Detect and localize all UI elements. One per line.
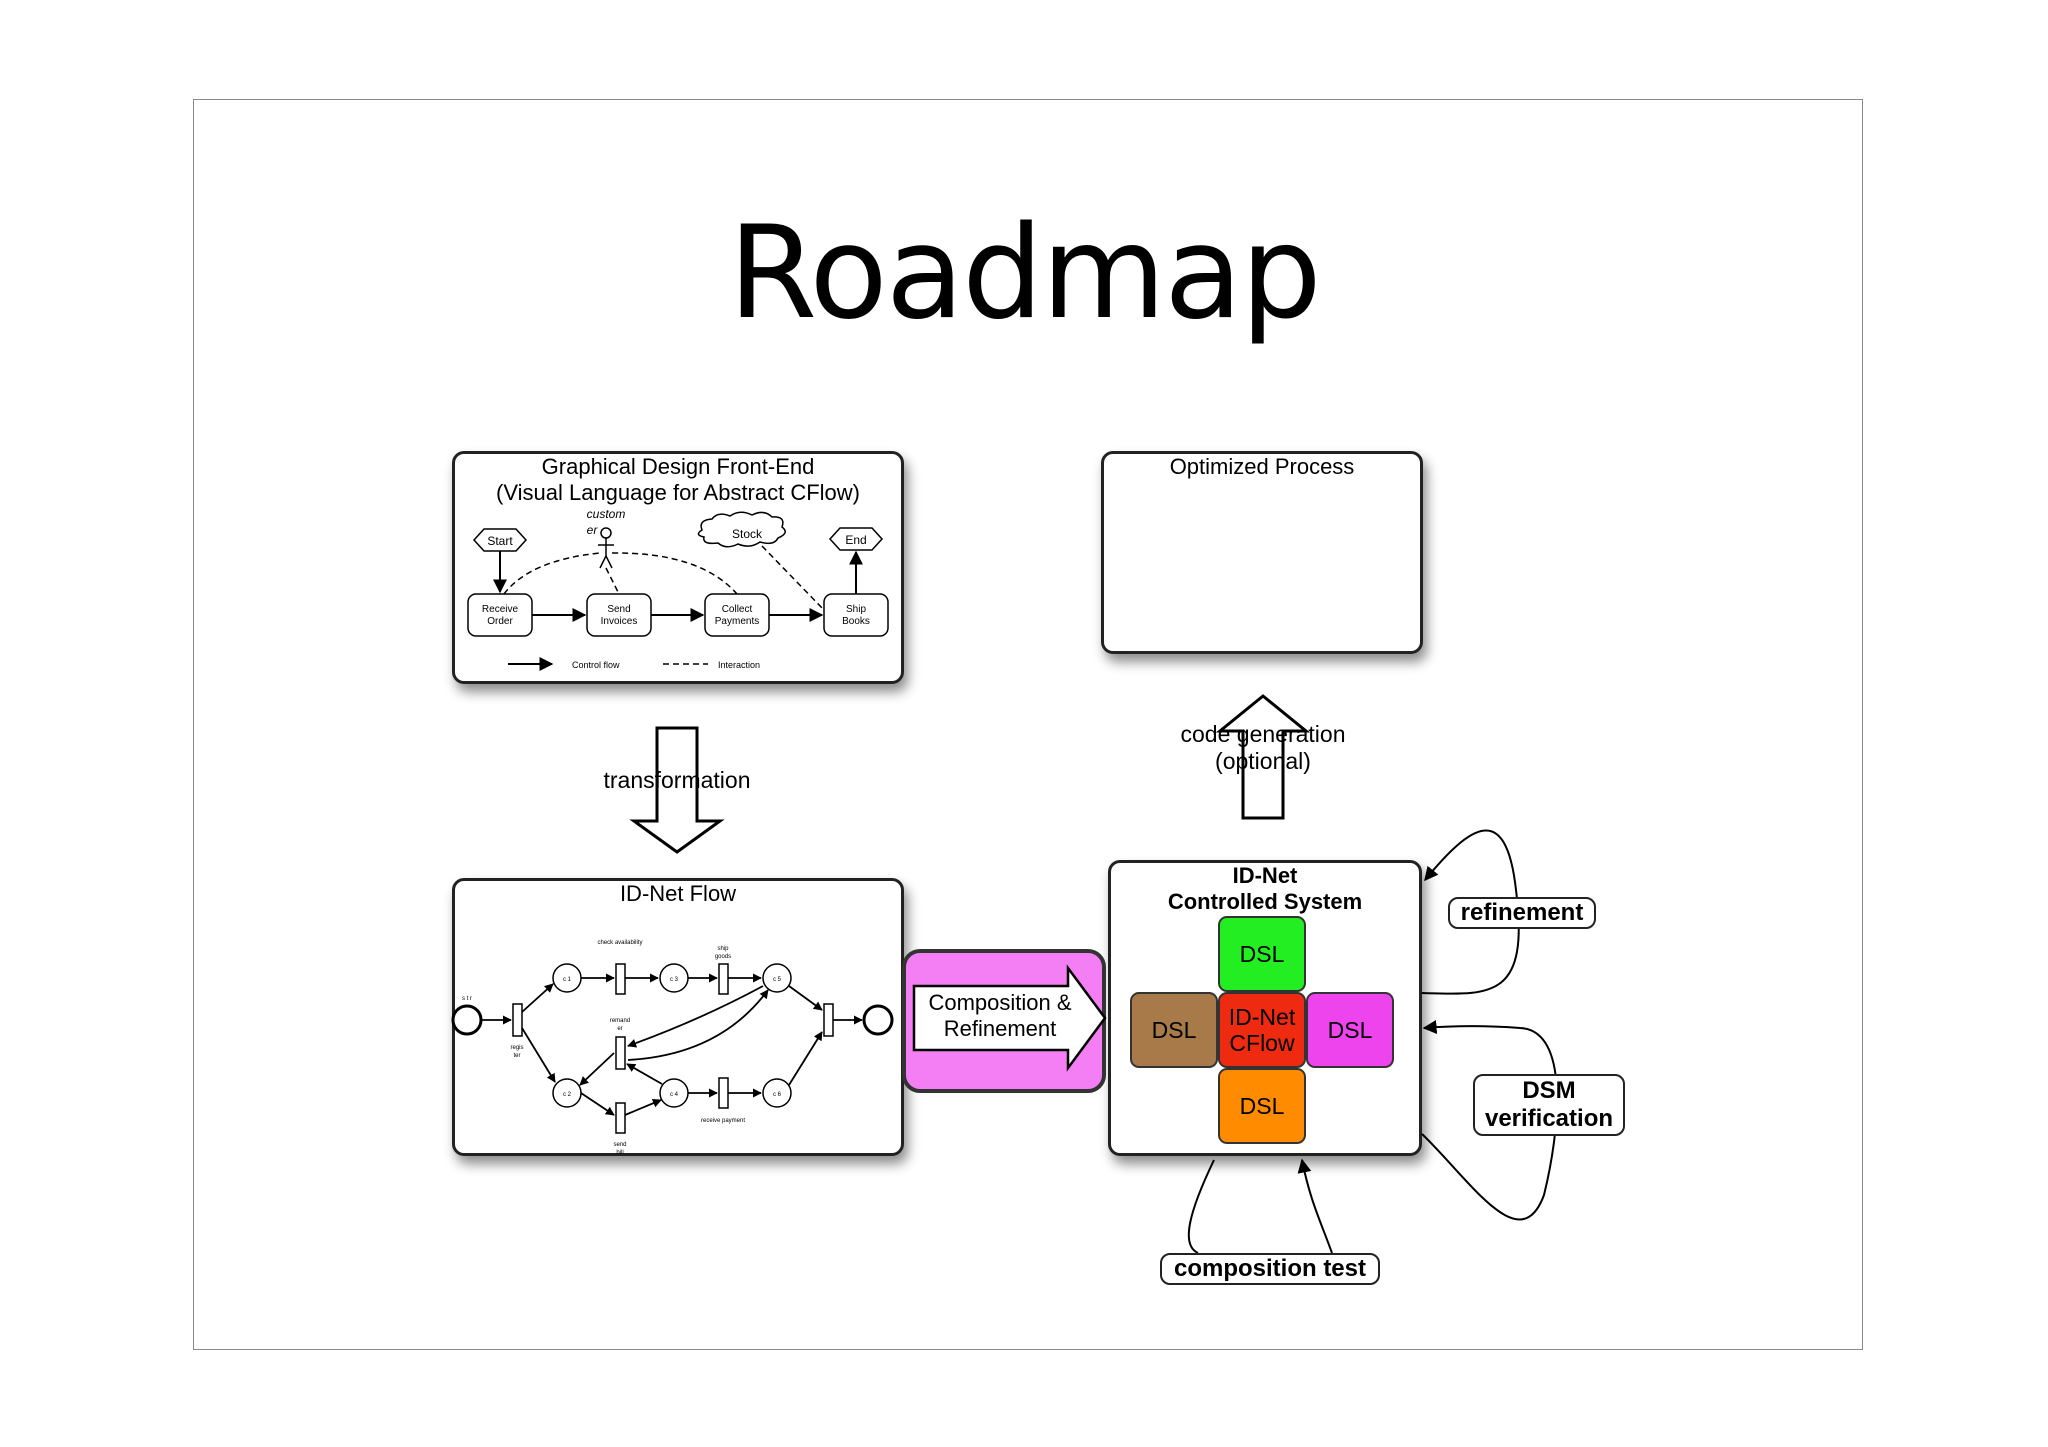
transition-remand — [615, 1036, 626, 1070]
receive-order-box: Receive Order — [467, 593, 533, 637]
label-send-bill-1: send — [613, 1142, 626, 1148]
slide-title: Roadmap — [728, 199, 1322, 348]
controlled-system-title: ID-Net Controlled System — [1111, 863, 1419, 915]
transition-check — [615, 963, 626, 995]
composition-test-loop — [1187, 1160, 1333, 1254]
label-start-mark: s t r — [462, 996, 472, 1002]
collect-payments-line2: Payments — [715, 616, 759, 627]
transformation-arrow — [629, 726, 725, 854]
end-place — [862, 1004, 894, 1036]
start-node — [472, 528, 528, 552]
place-c6 — [762, 1078, 792, 1108]
code-generation-label: code generation (optional) — [1153, 721, 1373, 775]
place-c5 — [762, 963, 792, 993]
frontend-diagram: Start End Stock custom er Receive Order … — [467, 507, 889, 671]
label-c4: c 4 — [670, 1092, 679, 1098]
end-label: End — [845, 533, 866, 547]
label-c6: c 6 — [773, 1092, 782, 1098]
ship-books-line1: Ship — [846, 604, 866, 615]
transition-register — [512, 1003, 523, 1037]
idnet-cflow-label: ID-Net CFlow — [1229, 1004, 1295, 1056]
label-check-availability: check availability — [597, 940, 642, 946]
label-remand-1: remand — [610, 1018, 630, 1024]
stock-cloud — [697, 511, 786, 548]
start-label: Start — [487, 534, 513, 548]
dsm-line2: verification — [1484, 1105, 1614, 1132]
transition-send-bill — [615, 1102, 626, 1134]
dsl-top-label: DSL — [1239, 941, 1285, 967]
optimized-process-panel: Optimized Process — [1101, 451, 1423, 654]
legend-control-flow: Control flow — [572, 660, 620, 670]
idnet-cflow-line1: ID-Net — [1228, 1004, 1296, 1030]
send-invoices-line2: Invoices — [601, 616, 638, 627]
label-c5: c 5 — [773, 977, 782, 983]
label-remand-2: er — [617, 1026, 622, 1032]
receive-order-line2: Order — [487, 616, 513, 627]
idnet-cflow-block: ID-Net CFlow — [1218, 992, 1306, 1068]
frontend-title-line2: (Visual Language for Abstract CFlow) — [496, 480, 860, 505]
label-ship-goods-2: goods — [715, 954, 731, 960]
ship-books-box: Ship Books — [823, 593, 889, 637]
label-ship-goods-1: ship — [717, 946, 729, 952]
label-regis-2: ter — [513, 1053, 520, 1059]
dsl-right-label: DSL — [1327, 1017, 1373, 1043]
ship-books-line2: Books — [842, 616, 870, 627]
dsl-right-block: DSL — [1306, 992, 1394, 1068]
composition-arrow — [912, 964, 1107, 1072]
dsl-left-label: DSL — [1151, 1017, 1197, 1043]
composition-line2: Refinement — [943, 1016, 1057, 1041]
controlled-title-line1: ID-Net — [1232, 863, 1298, 888]
refinement-tag: refinement — [1448, 897, 1596, 929]
control-flow-arrows — [493, 550, 863, 622]
customer-actor-icon — [598, 527, 614, 569]
collect-payments-line1: Collect — [722, 604, 753, 615]
transition-ship — [718, 963, 729, 995]
petri-net-labels: check availability ship goods remand er … — [462, 940, 782, 1156]
frontend-panel: Graphical Design Front-End (Visual Langu… — [452, 451, 904, 684]
send-invoices-line1: Send — [607, 604, 630, 615]
dsl-left-block: DSL — [1130, 992, 1218, 1068]
customer-label-line2: er — [587, 523, 599, 537]
idnet-cflow-line2: CFlow — [1229, 1030, 1295, 1056]
receive-order-line1: Receive — [482, 604, 519, 615]
frontend-title-line1: Graphical Design Front-End — [541, 454, 815, 479]
frontend-legend: Control flow Interaction — [508, 657, 760, 671]
code-generation-arrow — [1215, 694, 1311, 820]
dsm-line1: DSM — [1522, 1077, 1576, 1104]
send-invoices-box: Send Invoices — [586, 593, 652, 637]
collect-payments-box: Collect Payments — [704, 593, 770, 637]
frontend-panel-title: Graphical Design Front-End (Visual Langu… — [455, 454, 901, 506]
dsl-bottom-block: DSL — [1218, 1068, 1306, 1144]
code-generation-line1: code generation — [1180, 721, 1346, 747]
dsm-verification-tag: DSM verification — [1473, 1074, 1625, 1136]
dsl-top-block: DSL — [1218, 916, 1306, 992]
label-receive-payment: receive payment — [701, 1118, 745, 1124]
label-regis-1: regis — [510, 1045, 523, 1051]
stock-label: Stock — [732, 527, 763, 541]
petri-net — [451, 963, 894, 1134]
legend-interaction: Interaction — [718, 660, 760, 670]
start-place — [451, 1004, 483, 1036]
optimized-process-title: Optimized Process — [1169, 454, 1355, 479]
dsl-bottom-label: DSL — [1239, 1093, 1285, 1119]
label-c2: c 2 — [563, 1092, 572, 1098]
code-generation-line2: (optional) — [1215, 748, 1311, 774]
label-c3: c 3 — [670, 977, 679, 983]
composition-test-tag: composition test — [1160, 1253, 1380, 1285]
transition-receive — [718, 1077, 729, 1109]
label-c1: c 1 — [563, 977, 572, 983]
label-send-bill-2: bill — [616, 1150, 623, 1156]
composition-label: Composition & Refinement — [910, 990, 1090, 1042]
transformation-label: transformation — [603, 767, 751, 793]
controlled-title-line2: Controlled System — [1167, 889, 1363, 914]
refinement-loop — [1421, 829, 1520, 995]
end-node — [828, 527, 884, 551]
customer-label-line1: custom — [587, 507, 626, 521]
composition-line1: Composition & — [928, 990, 1072, 1015]
idnet-flow-title: ID-Net Flow — [619, 881, 737, 906]
interaction-lines — [503, 545, 825, 611]
transition-end — [823, 1003, 834, 1037]
